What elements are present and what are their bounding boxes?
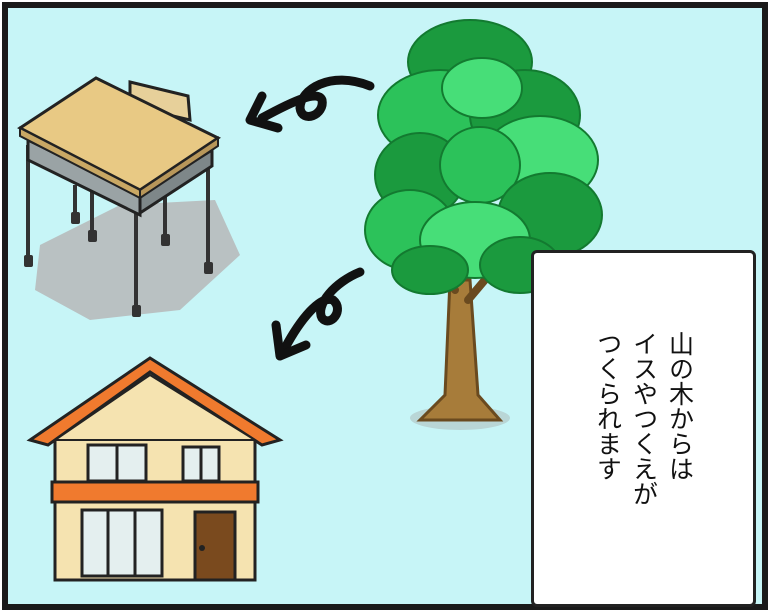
curved-arrow-icon [245,75,375,133]
house-roof [26,356,284,447]
caption-box: 山の木からは イスやつくえが つくられます [531,250,756,607]
house-illustration [26,356,284,582]
caption-text: 山の木からは イスやつくえが つくられます [593,331,695,506]
desk-chair-illustration [17,76,240,320]
curved-arrow-icon [271,267,365,361]
